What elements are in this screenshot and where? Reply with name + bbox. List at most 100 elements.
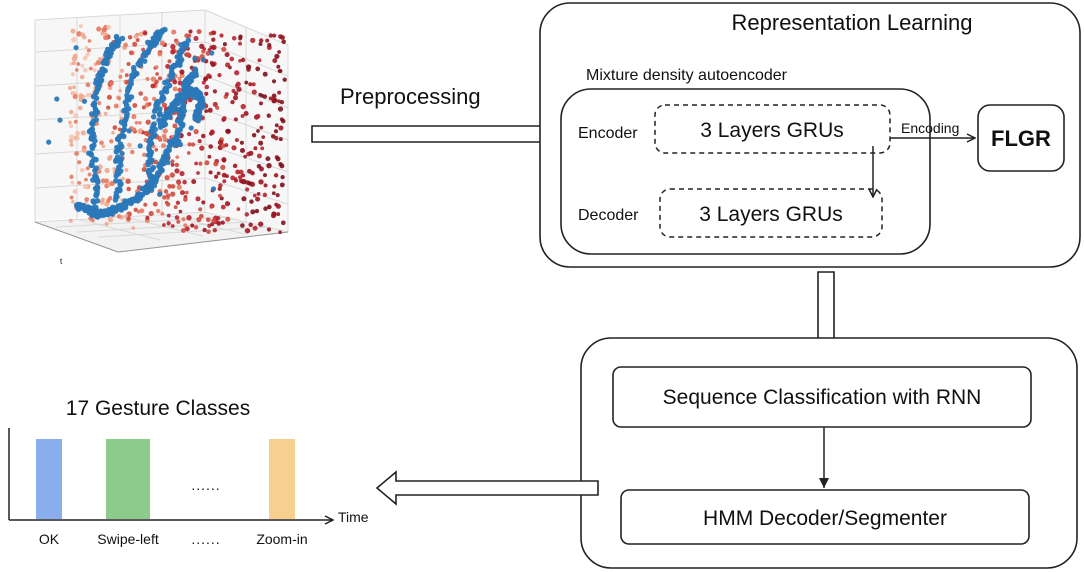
scatter-point <box>193 128 199 135</box>
scatter-point <box>119 116 124 121</box>
scatter-point <box>277 90 282 95</box>
scatter-point <box>131 114 137 120</box>
scatter-point <box>222 179 227 184</box>
scatter-point <box>196 29 202 35</box>
scatter-point <box>211 218 217 224</box>
scatter-point <box>162 26 168 33</box>
scatter-point <box>188 29 193 34</box>
scatter-point <box>280 220 286 226</box>
scatter-point <box>174 137 180 143</box>
encoder-label: Encoder <box>578 125 638 142</box>
scatter-point <box>244 212 250 217</box>
scatter-point <box>169 71 176 78</box>
scatter-point <box>69 109 74 115</box>
hmm-decoder-label: HMM Decoder/Segmenter <box>703 507 947 530</box>
scatter-point <box>134 120 139 125</box>
scatter-point <box>106 105 111 110</box>
scatter-point <box>213 174 219 179</box>
scatter-point <box>238 169 244 175</box>
scatter-point <box>276 64 281 69</box>
scatter-point <box>195 117 201 124</box>
scatter-point <box>202 227 207 233</box>
flgr-box <box>977 104 1065 172</box>
scatter-point <box>119 132 125 138</box>
scatter-point <box>274 53 280 59</box>
scatter-point <box>164 78 171 84</box>
scatter-point <box>259 125 264 130</box>
scatter-point <box>274 202 279 207</box>
scatter-point <box>92 68 97 73</box>
scatter-point <box>166 221 171 226</box>
scatter-point <box>210 130 215 135</box>
scatter-point <box>197 96 203 102</box>
scatter-point <box>154 29 161 35</box>
scatter-point <box>99 67 106 73</box>
scatter-point <box>231 88 236 93</box>
scatter-point <box>138 91 143 96</box>
scatter-point <box>73 45 79 51</box>
scatter-point <box>255 66 261 72</box>
scatter-point <box>209 204 214 209</box>
scatter-point <box>133 207 138 212</box>
scatter-point <box>167 183 172 189</box>
scatter-point <box>92 172 98 179</box>
scatter-point <box>85 166 90 171</box>
flgr-label: FLGR <box>991 126 1051 151</box>
scatter-point <box>271 93 277 99</box>
scatter-point <box>243 111 249 116</box>
scatter-point <box>155 72 159 76</box>
scatter-point <box>57 117 63 123</box>
scatter-point <box>170 224 175 228</box>
scatter-point <box>71 56 77 62</box>
scatter-point <box>238 58 242 63</box>
scatter-point <box>154 147 159 152</box>
scatter-point <box>220 164 226 170</box>
scatter-point <box>249 199 254 204</box>
scatter-point <box>278 161 283 167</box>
autoencoder-label: Mixture density autoencoder <box>586 67 788 84</box>
scatter-point <box>72 189 78 194</box>
scatter-point <box>163 189 169 194</box>
scatter-point <box>209 50 215 56</box>
scatter-point <box>241 196 247 202</box>
scatter-point <box>232 163 238 169</box>
scatter-point <box>126 216 131 221</box>
scatter-point <box>157 51 163 57</box>
scatter-point <box>171 29 177 35</box>
scatter-point <box>121 176 125 181</box>
scatter-point <box>137 128 143 135</box>
scatter-point <box>89 126 96 132</box>
gesture-bars-ellipsis: ...... <box>191 477 220 493</box>
scatter-point <box>262 71 268 77</box>
scatter-point <box>171 142 178 148</box>
scatter-point <box>145 119 151 125</box>
gesture-bars <box>36 439 295 519</box>
scatter-point <box>128 50 134 56</box>
scatter-point <box>192 66 198 72</box>
scatter-point <box>138 57 144 63</box>
scatter-point <box>198 161 203 166</box>
scatter-point <box>89 111 95 117</box>
scatter-point <box>154 79 159 84</box>
scatter-point <box>238 34 243 39</box>
scatter-point <box>261 135 266 139</box>
scatter-point <box>215 105 220 110</box>
representation-learning-title: Representation Learning <box>732 10 973 35</box>
scatter-point <box>148 210 154 217</box>
scatter-point <box>190 223 195 228</box>
scatter-point <box>75 206 81 212</box>
scatter-point <box>184 33 190 39</box>
scatter-point <box>188 125 194 131</box>
scatter-point <box>197 138 202 144</box>
scatter-point <box>112 125 118 130</box>
scatter-point <box>125 178 131 184</box>
scatter-point <box>233 117 238 122</box>
rnn-classification-box <box>612 366 1032 428</box>
scatter-point <box>179 69 185 75</box>
scatter-point <box>90 198 96 204</box>
scatter-point <box>139 208 145 214</box>
scatter-point <box>118 119 125 125</box>
scatter-point <box>224 92 229 97</box>
scatter-point <box>192 56 198 62</box>
